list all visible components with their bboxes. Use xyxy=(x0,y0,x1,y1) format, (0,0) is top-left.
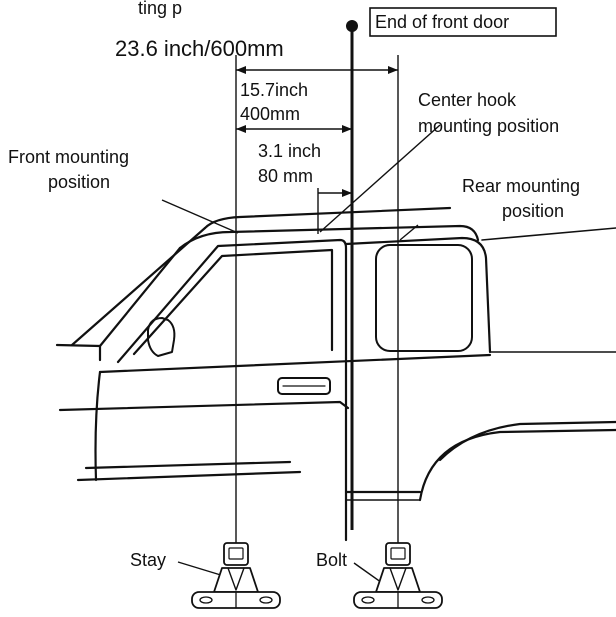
hood-edge xyxy=(55,343,102,362)
a-pillar xyxy=(70,226,207,347)
arrowheads xyxy=(236,66,398,197)
front-mounting-label-1: Front mounting xyxy=(8,147,129,167)
rear-mounting-label-1: Rear mounting xyxy=(462,176,580,196)
stay-label: Stay xyxy=(130,550,166,570)
front-to-center-inch-label: 15.7inch xyxy=(240,80,308,100)
roof-rail xyxy=(178,224,480,250)
rear-fender-line xyxy=(438,420,616,462)
arrow-400-right xyxy=(342,125,352,133)
top-partial-text: ting p xyxy=(138,0,182,18)
rear-mount-leader xyxy=(399,224,419,241)
front-arch xyxy=(94,370,102,482)
roof-line xyxy=(203,206,452,230)
front-window-frame xyxy=(116,238,348,364)
arrow-600-left xyxy=(236,66,246,74)
center-hook-label-2: mounting position xyxy=(418,116,559,136)
end-of-front-door-box xyxy=(369,7,557,37)
side-mirror xyxy=(147,317,176,357)
rear-door-frame xyxy=(344,236,492,354)
rear-window xyxy=(375,244,473,352)
body-line-2 xyxy=(84,460,292,470)
body-line-3 xyxy=(76,470,302,482)
stay-bracket-icon xyxy=(191,542,281,609)
stay-leader xyxy=(177,561,225,577)
total-measure-label: 23.6 inch/600mm xyxy=(115,36,284,61)
center-to-rear-mm-label: 80 mm xyxy=(258,166,313,186)
front-to-center-mm-label: 400mm xyxy=(240,104,300,124)
belt-line xyxy=(98,353,492,374)
center-to-rear-inch-label: 3.1 inch xyxy=(258,141,321,161)
bolt-bracket-icon xyxy=(353,542,443,609)
rear-body-line-2 xyxy=(481,227,616,241)
arrow-400-left xyxy=(236,125,246,133)
door-handle xyxy=(277,377,331,395)
rear-mounting-label-2: position xyxy=(502,201,564,221)
center-hook-label-1: Center hook xyxy=(418,90,517,110)
rear-wheel-arch xyxy=(418,428,616,502)
front-window-inner xyxy=(132,248,334,356)
windshield-edge xyxy=(98,246,182,348)
body-line-1 xyxy=(58,400,350,412)
front-mounting-label-2: position xyxy=(48,172,110,192)
front-mount-leader xyxy=(161,199,239,234)
bolt-label: Bolt xyxy=(316,550,347,570)
end-marker-dot-icon xyxy=(346,20,358,32)
arrow-600-right xyxy=(388,66,398,74)
measurement-lines xyxy=(161,28,441,591)
arrow-80-right xyxy=(342,189,352,197)
vehicle-outline xyxy=(55,206,616,542)
end-of-front-door-label: End of front door xyxy=(375,12,509,32)
center-hook-leader xyxy=(319,124,441,233)
